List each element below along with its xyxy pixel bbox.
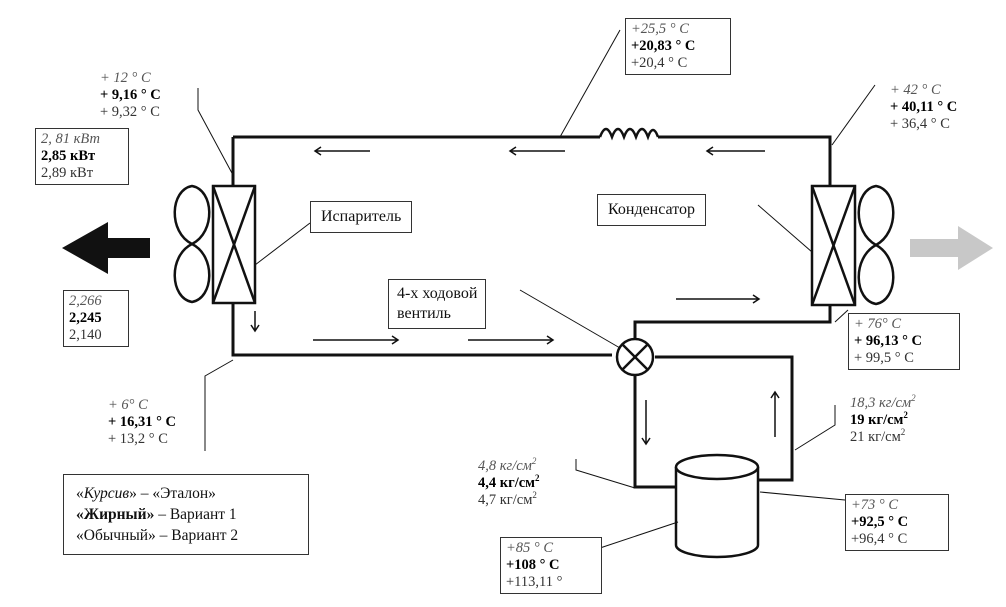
top-pipe xyxy=(233,135,832,186)
reading-high-pressure: 18,3 кг/см2 19 кг/см2 21 кг/см2 xyxy=(850,393,916,446)
value-variant1: +108 ° С xyxy=(506,557,560,573)
condenser-coil xyxy=(810,184,857,307)
value-etalon: +73 ° С xyxy=(851,497,899,513)
value-etalon: +85 ° С xyxy=(506,540,554,556)
reading-evaporator-bottom: + 6° С + 16,31 ° С + 13,2 ° С xyxy=(108,397,176,448)
compressor-discharge-pipe xyxy=(655,355,794,482)
value-etalon: + 12 ° С xyxy=(100,70,151,86)
reading-compressor-bottom: +85 ° С +108 ° С +113,11 ° xyxy=(500,537,602,594)
value-etalon: + 6° С xyxy=(108,397,148,413)
legend-row-etalon: «Курсив» – «Эталон» xyxy=(76,485,216,502)
value-variant2: 2,140 xyxy=(69,327,102,343)
value-etalon: + 76° С xyxy=(854,316,902,332)
evaporator-bottom-pipe xyxy=(231,303,612,357)
value-variant2: + 13,2 ° С xyxy=(108,431,168,447)
value-variant1: + 96,13 ° С xyxy=(854,333,923,349)
legend-row-variant1: «Жирный» – Вариант 1 xyxy=(76,506,237,523)
condenser-bottom-pipe xyxy=(633,305,832,338)
value-etalon: 4,8 кг/см2 xyxy=(478,456,537,474)
warm-air-arrow xyxy=(62,222,150,274)
value-etalon: +25,5 ° С xyxy=(631,21,689,37)
value-variant2: 2,89 кВт xyxy=(41,165,94,181)
flow-arrows xyxy=(250,146,780,446)
condenser-fan xyxy=(857,184,895,306)
reading-evaporator-top: + 12 ° С + 9,16 ° С + 9,32 ° С xyxy=(100,70,161,121)
four-way-valve-label: 4-х ходовой вентиль xyxy=(388,279,487,329)
four-way-valve xyxy=(615,337,655,377)
value-variant2: 4,7 кг/см2 xyxy=(478,490,537,508)
compressor-suction-pipe xyxy=(633,375,676,489)
value-variant2: 21 кг/см2 xyxy=(850,427,906,445)
leader-lines xyxy=(197,29,876,549)
value-etalon: + 42 ° С xyxy=(890,82,941,98)
value-variant1: 19 кг/см2 xyxy=(850,410,908,428)
value-variant1: 2,245 xyxy=(69,310,102,326)
reading-condenser-top: + 42 ° С + 40,11 ° С + 36,4 ° С xyxy=(890,82,957,133)
compressor xyxy=(674,453,760,559)
legend-box: «Курсив» – «Эталон» «Жирный» – Вариант 1… xyxy=(63,474,309,555)
evaporator-label: Испаритель xyxy=(310,201,413,233)
reading-power: 2, 81 кВт 2,85 кВт 2,89 кВт xyxy=(35,128,129,185)
value-etalon: 2,266 xyxy=(69,293,102,309)
reading-top-line: +25,5 ° С +20,83 ° С +20,4 ° С xyxy=(625,18,731,75)
value-variant1: 2,85 кВт xyxy=(41,148,96,164)
valve-label-line2: вентиль xyxy=(397,305,451,322)
value-etalon: 18,3 кг/см2 xyxy=(850,393,916,411)
valve-label-line1: 4-х ходовой xyxy=(397,285,478,302)
value-variant1: + 9,16 ° С xyxy=(100,87,161,103)
legend-row-variant2: «Обычный» – Вариант 2 xyxy=(76,527,239,544)
capillary-coil xyxy=(598,127,660,141)
reading-low-pressure: 4,8 кг/см2 4,4 кг/см2 4,7 кг/см2 xyxy=(478,456,540,509)
value-variant1: +92,5 ° С xyxy=(851,514,909,530)
reading-compressor-right: +73 ° С +92,5 ° С +96,4 ° С xyxy=(845,494,949,551)
value-variant2: + 99,5 ° С xyxy=(854,350,914,366)
value-variant2: + 36,4 ° С xyxy=(890,116,950,132)
value-variant2: +113,11 ° xyxy=(506,574,563,590)
reading-cop: 2,266 2,245 2,140 xyxy=(63,290,129,347)
value-variant2: +96,4 ° С xyxy=(851,531,908,547)
cold-air-arrow xyxy=(910,226,993,270)
value-variant1: + 40,11 ° С xyxy=(890,99,958,115)
value-variant1: 4,4 кг/см2 xyxy=(478,473,540,491)
value-variant2: + 9,32 ° С xyxy=(100,104,160,120)
evaporator-fan xyxy=(173,184,211,304)
value-variant1: +20,83 ° С xyxy=(631,38,696,54)
value-etalon: 2, 81 кВт xyxy=(41,131,100,147)
value-variant1: + 16,31 ° С xyxy=(108,414,177,430)
reading-condenser-outlet: + 76° С + 96,13 ° С + 99,5 ° С xyxy=(848,313,960,370)
evaporator-coil xyxy=(211,184,257,305)
condenser-label: Конденсатор xyxy=(597,194,707,226)
value-variant2: +20,4 ° С xyxy=(631,55,688,71)
